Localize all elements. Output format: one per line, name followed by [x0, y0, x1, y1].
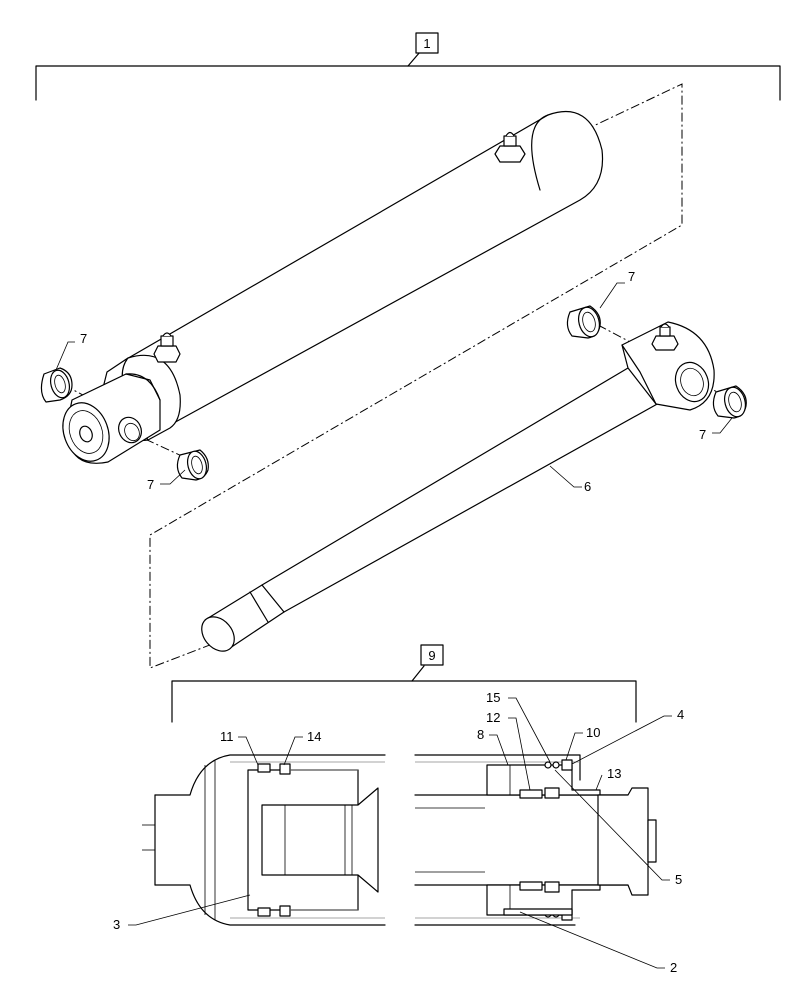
callout-3: 3 [113, 917, 120, 932]
bushing-bottom-left [176, 449, 209, 481]
callout-labels: 7 7 7 7 6 11 14 3 8 12 15 10 4 13 5 2 [80, 269, 706, 975]
callout-1: 1 [423, 36, 430, 51]
leader-lines [55, 282, 733, 969]
callout-4: 4 [677, 707, 684, 722]
callout-9: 9 [428, 648, 435, 663]
bushing-bottom-right [712, 385, 747, 419]
callout-8: 8 [477, 727, 484, 742]
callout-11: 11 [220, 729, 234, 744]
cylinder-barrel [62, 111, 604, 464]
piston-rod [201, 321, 715, 652]
bushing-top-left [40, 367, 73, 403]
callout-12: 12 [486, 710, 500, 725]
assembly-bracket: 1 [35, 32, 781, 101]
callout-7-bottom-left: 7 [147, 477, 154, 492]
callout-7-top-left: 7 [80, 331, 87, 346]
callout-6: 6 [584, 479, 591, 494]
bushing-top-right [566, 305, 601, 339]
seal-kit-bracket: 9 [171, 644, 637, 723]
callout-7-bottom-right: 7 [699, 427, 706, 442]
callout-15: 15 [486, 690, 500, 705]
callout-7-top-right: 7 [628, 269, 635, 284]
section-view-piston [142, 754, 386, 926]
callout-2: 2 [670, 960, 677, 975]
callout-5: 5 [675, 872, 682, 887]
callout-13: 13 [607, 766, 621, 781]
callout-14: 14 [307, 729, 321, 744]
callout-10: 10 [586, 725, 600, 740]
